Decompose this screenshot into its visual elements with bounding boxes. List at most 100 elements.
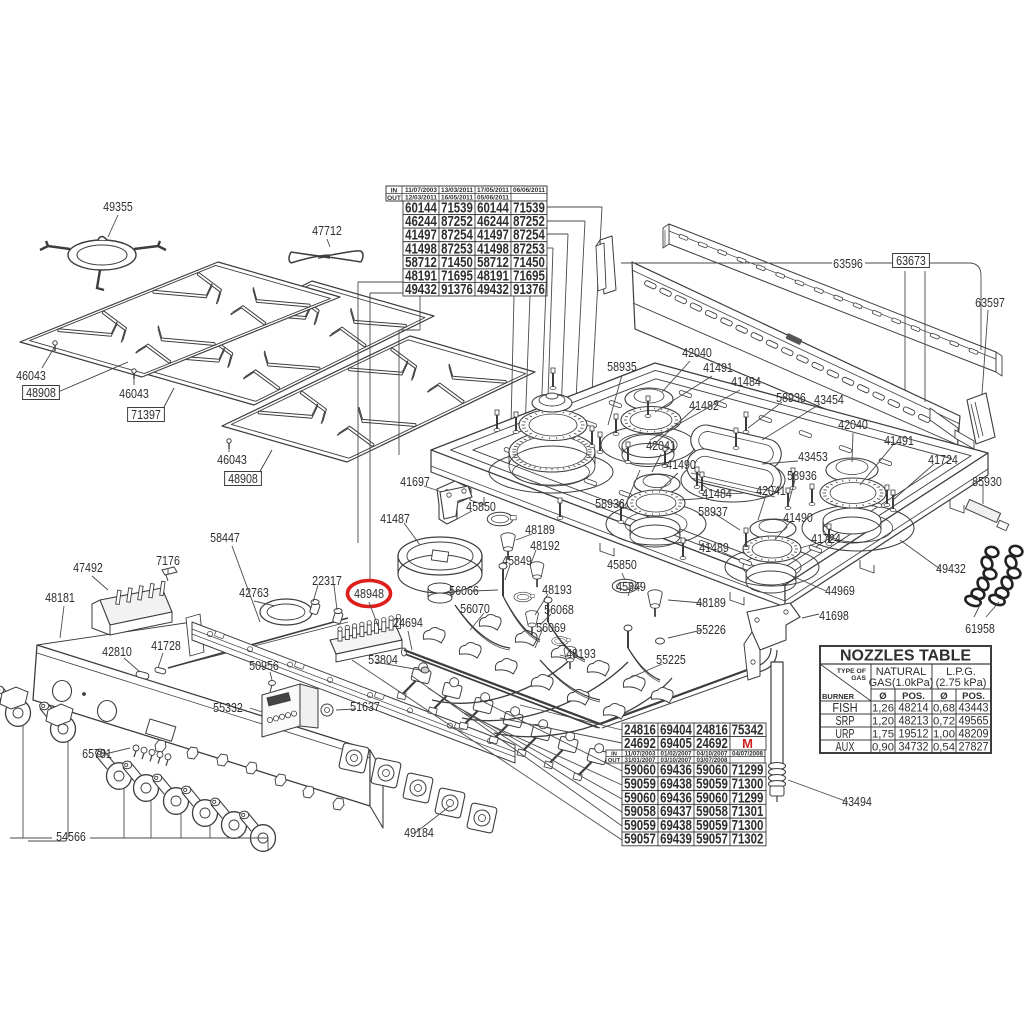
svg-text:24816: 24816 xyxy=(696,723,728,739)
svg-text:24692: 24692 xyxy=(624,736,656,752)
svg-text:43494: 43494 xyxy=(842,794,872,809)
svg-text:46043: 46043 xyxy=(217,452,247,467)
svg-text:55226: 55226 xyxy=(696,622,726,637)
svg-text:43454: 43454 xyxy=(814,392,844,407)
svg-text:48213: 48213 xyxy=(899,714,929,728)
svg-text:46043: 46043 xyxy=(16,368,46,383)
svg-text:03/10/2007: 03/10/2007 xyxy=(661,757,693,764)
svg-text:41489: 41489 xyxy=(699,540,729,555)
svg-text:49432: 49432 xyxy=(936,561,966,576)
svg-text:44969: 44969 xyxy=(825,583,855,598)
svg-text:71695: 71695 xyxy=(513,269,545,285)
svg-text:OUT: OUT xyxy=(387,195,401,202)
svg-text:41482: 41482 xyxy=(689,398,719,413)
svg-text:41498: 41498 xyxy=(405,241,437,257)
svg-text:69439: 69439 xyxy=(660,832,692,848)
svg-text:46244: 46244 xyxy=(405,214,437,230)
svg-text:42040: 42040 xyxy=(682,345,712,360)
svg-text:91376: 91376 xyxy=(513,282,545,298)
svg-text:58935: 58935 xyxy=(607,359,637,374)
svg-text:69437: 69437 xyxy=(660,804,692,820)
svg-text:OUT: OUT xyxy=(608,758,621,764)
svg-text:06/06/2011: 06/06/2011 xyxy=(513,187,545,194)
svg-text:41490: 41490 xyxy=(783,510,813,525)
svg-text:48193: 48193 xyxy=(566,646,596,661)
svg-text:41724: 41724 xyxy=(811,531,841,546)
svg-text:54566: 54566 xyxy=(56,829,86,844)
svg-text:59058: 59058 xyxy=(624,804,656,820)
svg-text:91376: 91376 xyxy=(441,282,473,298)
svg-text:(2.75 kPa): (2.75 kPa) xyxy=(936,677,987,689)
svg-text:49432: 49432 xyxy=(477,282,509,298)
svg-text:13/03/2011: 13/03/2011 xyxy=(441,187,473,194)
svg-text:56069: 56069 xyxy=(536,620,566,635)
svg-text:50956: 50956 xyxy=(249,658,279,673)
svg-text:48214: 48214 xyxy=(899,701,929,715)
svg-text:71397: 71397 xyxy=(131,407,161,422)
svg-text:63596: 63596 xyxy=(833,256,863,271)
svg-text:47712: 47712 xyxy=(312,223,342,238)
svg-text:65781: 65781 xyxy=(82,746,112,761)
svg-text:41497: 41497 xyxy=(477,228,509,244)
svg-text:46043: 46043 xyxy=(119,386,149,401)
svg-text:71300: 71300 xyxy=(732,818,764,834)
svg-text:48189: 48189 xyxy=(525,522,555,537)
svg-text:59059: 59059 xyxy=(696,818,728,834)
svg-text:48189: 48189 xyxy=(696,595,726,610)
svg-text:60144: 60144 xyxy=(405,201,437,217)
svg-text:85930: 85930 xyxy=(972,474,1002,489)
svg-text:71539: 71539 xyxy=(441,201,473,217)
svg-text:AUX: AUX xyxy=(836,739,855,754)
svg-text:43453: 43453 xyxy=(798,449,828,464)
svg-text:41498: 41498 xyxy=(477,241,509,257)
svg-text:59059: 59059 xyxy=(696,777,728,793)
svg-text:48193: 48193 xyxy=(542,582,572,597)
svg-text:59057: 59057 xyxy=(696,832,728,848)
svg-text:NATURAL: NATURAL xyxy=(876,666,927,678)
svg-text:POS.: POS. xyxy=(902,691,925,702)
svg-text:58936: 58936 xyxy=(776,390,806,405)
svg-text:63673: 63673 xyxy=(896,253,926,268)
svg-text:M: M xyxy=(742,736,753,751)
svg-text:0,68: 0,68 xyxy=(933,703,955,715)
svg-text:48908: 48908 xyxy=(26,385,56,400)
svg-text:71450: 71450 xyxy=(513,255,545,271)
svg-text:45849: 45849 xyxy=(502,553,532,568)
svg-text:IN: IN xyxy=(391,187,398,194)
svg-text:45849: 45849 xyxy=(616,579,646,594)
svg-text:41491: 41491 xyxy=(703,360,733,375)
svg-text:63597: 63597 xyxy=(975,295,1005,310)
svg-text:55332: 55332 xyxy=(213,700,243,715)
svg-text:87252: 87252 xyxy=(441,214,473,230)
svg-text:41724: 41724 xyxy=(928,452,958,467)
svg-text:43443: 43443 xyxy=(959,701,989,715)
svg-text:42810: 42810 xyxy=(102,644,132,659)
svg-text:41490: 41490 xyxy=(666,457,696,472)
svg-text:24692: 24692 xyxy=(696,736,728,752)
svg-text:59060: 59060 xyxy=(696,763,728,779)
svg-text:71539: 71539 xyxy=(513,201,545,217)
svg-text:71450: 71450 xyxy=(441,255,473,271)
svg-text:GAS(1.0kPa): GAS(1.0kPa) xyxy=(869,677,934,689)
svg-text:48181: 48181 xyxy=(45,590,75,605)
svg-text:0,90: 0,90 xyxy=(872,742,894,754)
svg-text:69405: 69405 xyxy=(660,736,692,752)
svg-text:42041: 42041 xyxy=(756,483,786,498)
svg-text:59060: 59060 xyxy=(624,790,656,806)
svg-text:58936: 58936 xyxy=(787,468,817,483)
svg-text:87254: 87254 xyxy=(441,228,473,244)
svg-text:0,54: 0,54 xyxy=(933,742,955,754)
svg-text:L.P.G.: L.P.G. xyxy=(946,666,976,678)
svg-text:Ø: Ø xyxy=(879,691,886,702)
svg-text:48191: 48191 xyxy=(405,269,437,285)
svg-text:59059: 59059 xyxy=(624,777,656,793)
svg-text:87253: 87253 xyxy=(441,241,473,257)
svg-text:49432: 49432 xyxy=(405,282,437,298)
svg-text:41497: 41497 xyxy=(405,228,437,244)
svg-text:71302: 71302 xyxy=(732,832,764,848)
svg-text:49355: 49355 xyxy=(103,199,133,214)
svg-text:41697: 41697 xyxy=(400,474,430,489)
svg-text:59058: 59058 xyxy=(696,804,728,820)
svg-text:49184: 49184 xyxy=(404,825,434,840)
svg-text:NOZZLES TABLE: NOZZLES TABLE xyxy=(840,648,971,665)
